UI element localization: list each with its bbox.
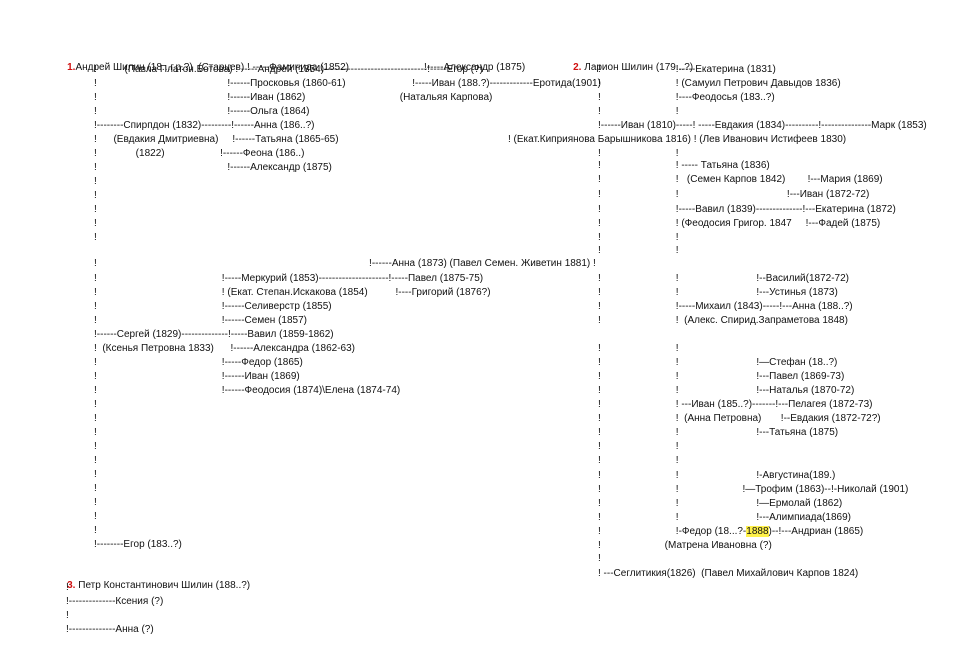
branch1-bar: !	[94, 176, 97, 187]
branch1-header: 1.Андрей Шилин (18...г.р.?) (Старцев) ! …	[56, 50, 525, 86]
branch3-line: !	[66, 582, 69, 593]
branch2-line: !------Иван (1810)-----! -----Евдакия (1…	[598, 120, 927, 131]
branch1-line: ! !------Иван (1869)	[94, 371, 300, 382]
branch2-line: ! ! (Анна Петровна) !--Евдакия (1872-72?…	[598, 413, 881, 424]
branch2-line: ! !-----Вавил (1839)--------------!---Ек…	[598, 204, 896, 215]
branch2-line: !	[598, 553, 601, 564]
branch2-line: ! ! !-Августина(189.)	[598, 470, 836, 481]
branch2-line: ! !	[598, 232, 679, 243]
branch1-bar: !	[94, 483, 97, 494]
branch1-bar: !	[94, 469, 97, 480]
branch1-line: ! !------Просковья (1860-61) !-----Иван …	[94, 78, 601, 89]
branch2-line: ! ! !---Татьяна (1875)	[598, 427, 839, 438]
branch2-line: ! ---Сеглитикия(1826) (Павел Михайлович …	[598, 568, 859, 579]
branch2-header-text: Ларион Шилин (179...?)	[584, 62, 694, 73]
branch2-line: ! ! !---Наталья (1870-72)	[598, 385, 855, 396]
branch1-line: ! !-----Меркурий (1853)-----------------…	[94, 273, 484, 284]
branch1-line: ! !------Ольга (1864)	[94, 106, 310, 117]
branch3-line: !	[66, 610, 69, 621]
branch1-bar: !	[94, 497, 97, 508]
branch3-line: !--------------Ксения (?)	[66, 596, 164, 607]
branch1-line: ! !------Семен (1857)	[94, 315, 307, 326]
branch1-line: ! (Павла Платон.Ботова) ! -----Андрей (1…	[94, 64, 483, 75]
branch2-line: ! ! !—Ермолай (1862)	[598, 498, 843, 509]
branch1-line: !--------Спирпдон (1832)---------!------…	[94, 120, 315, 131]
branch1-line: ! (Евдакия Дмитриевна) !------Татьяна (1…	[94, 134, 339, 145]
branch1-bar: !	[94, 455, 97, 466]
branch2-line: ! ! (Феодосия Григор. 1847 !---Фадей (18…	[598, 218, 881, 229]
branch2-line: ! ! (Алекс. Спирид.Запраметова 1848)	[598, 315, 848, 326]
branch2-line: ! !	[598, 245, 679, 256]
branch2-line: ! !	[598, 148, 679, 159]
branch1-header-text: Андрей Шилин (18...г.р.?) (Старцев) ! --…	[75, 62, 526, 73]
branch1-bar: !	[94, 204, 97, 215]
branch1-line: !--------Егор (183..?)	[94, 539, 182, 550]
branch2-line: ! !	[598, 441, 679, 452]
branch2-line: ! ! !—Стефан (18..?)	[598, 357, 838, 368]
branch2-line: ! !-----Михаил (1843)-----!---Анна (188.…	[598, 301, 853, 312]
branch1-bar: !	[94, 441, 97, 452]
branch2-number: 2.	[573, 62, 582, 73]
branch1-bar: !	[94, 413, 97, 424]
branch1-line: ! !------Иван (1862) (Натальяя Карпова)	[94, 92, 493, 103]
branch1-bar: !	[94, 399, 97, 410]
branch1-line: ! !------Селиверстр (1855)	[94, 301, 332, 312]
branch1-bar: !	[94, 511, 97, 522]
branch2-line: ! (Екат.Киприянова Барышникова 1816) ! (…	[508, 134, 847, 145]
branch2-line: ! ! (Самуил Петрович Давыдов 1836)	[598, 78, 841, 89]
branch2-line: ! ! !---Павел (1869-73)	[598, 371, 845, 382]
branch1-bar: !	[94, 525, 97, 536]
branch2-line: ! ! !--Василий(1872-72)	[598, 273, 849, 284]
branch2-line: ! ! !---Иван (1872-72)	[598, 189, 870, 200]
branch2-line: ! !-----Екатерина (1831)	[598, 64, 776, 75]
branch1-line: !------Сергей (1829)--------------!-----…	[94, 329, 334, 340]
branch2-line: ! ! ----- Татьяна (1836)	[598, 160, 770, 171]
branch1-line: ! !------Александр (1875)	[94, 162, 332, 173]
branch1-line: ! !------Анна (1873) (Павел Семен. Живет…	[94, 258, 596, 269]
fedor-text: ! !-Федор (18...?-	[598, 526, 747, 537]
branch2-line: ! ! !---Устинья (1873)	[598, 287, 838, 298]
branch2-line: ! !	[598, 106, 679, 117]
branch3-line: !--------------Анна (?)	[66, 624, 154, 635]
branch1-bar: !	[94, 190, 97, 201]
branch2-fedor-line: ! !-Федор (18...?-1888)--!---Андриан (18…	[598, 526, 863, 538]
branch2-line: ! !	[598, 343, 679, 354]
fedor-tail: )--!---Андриан (1865)	[768, 526, 864, 537]
branch2-line: ! !----Феодосья (183..?)	[598, 92, 775, 103]
branch2-line: ! ! !—Трофим (1863)--!-Николай (1901)	[598, 484, 909, 495]
branch2-line: ! !	[598, 455, 679, 466]
branch1-bar: !	[94, 218, 97, 229]
branch1-line: ! (Ксенья Петровна 1833) !------Александ…	[94, 343, 356, 354]
branch1-line: ! (1822) !------Феона (186..)	[94, 148, 305, 159]
branch2-line: ! ! (Семен Карпов 1842) !---Мария (1869)	[598, 174, 883, 185]
branch2-line: ! (Матрена Ивановна (?)	[598, 540, 772, 551]
branch3-number: 3.	[67, 580, 76, 591]
branch2-header: 2. Ларион Шилин (179...?)	[562, 50, 693, 86]
highlighted-year: 1888	[746, 526, 769, 537]
branch3-header: 3. Петр Константинович Шилин (188..?)	[56, 568, 250, 604]
branch1-line: ! !------Феодосия (1874)\Елена (1874-74)	[94, 385, 401, 396]
branch1-number: 1.	[67, 62, 76, 73]
branch2-line: ! ! !---Алимпиада(1869)	[598, 512, 851, 523]
branch1-bar: !	[94, 232, 97, 243]
branch2-line: ! ! ---Иван (185..?)-------!---Пелагея (…	[598, 399, 873, 410]
branch3-header-text: Петр Константинович Шилин (188..?)	[78, 580, 251, 591]
branch1-line: ! !-----Федор (1865)	[94, 357, 303, 368]
branch1-line: ! ! (Екат. Степан.Искакова (1854) !----Г…	[94, 287, 491, 298]
branch1-bar: !	[94, 427, 97, 438]
